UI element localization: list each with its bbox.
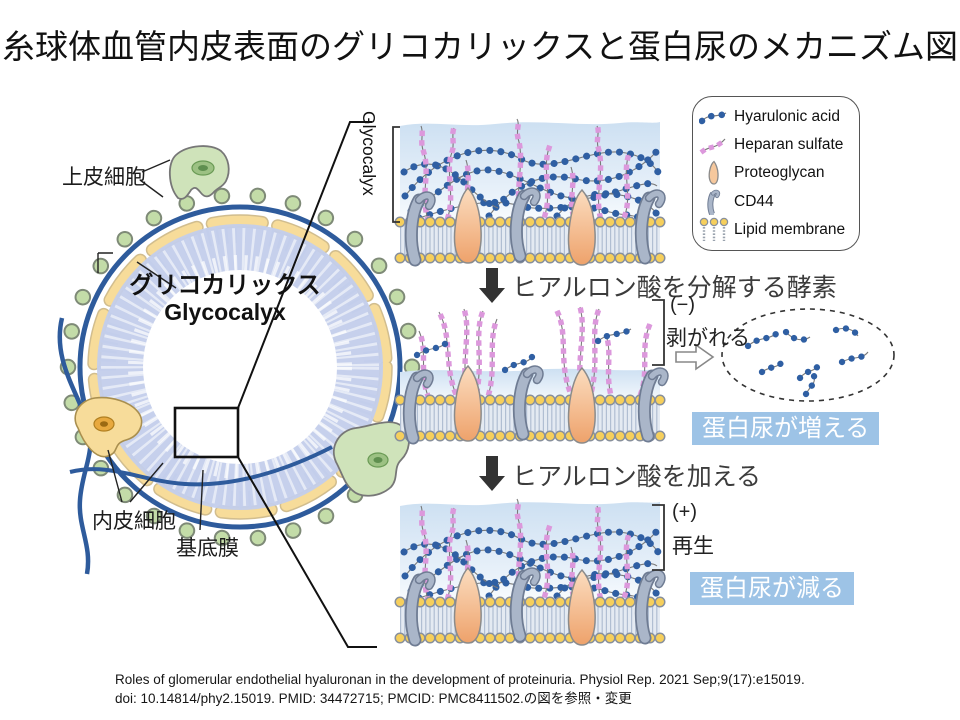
proteoglycan-icon	[708, 161, 719, 186]
legend-label: CD44	[734, 192, 774, 210]
zoom-leader-bottom	[237, 456, 377, 648]
podocyte-cell-top	[168, 145, 230, 200]
legend-label: Heparan sulfate	[734, 136, 844, 154]
legend-label: Hyarulonic acid	[734, 108, 840, 126]
label-glycocalyx-en: Glycocalyx	[164, 299, 286, 325]
label-glycocalyx-block: グリコカリックス Glycocalyx	[118, 272, 332, 326]
step2-add-ha-label: ヒアルロン酸を加える	[512, 463, 762, 491]
down-arrow-step1-icon	[479, 268, 505, 303]
hyaluronic-acid-icon	[699, 109, 729, 125]
proteinuria-decrease-badge: 蛋白尿が減る	[690, 572, 854, 605]
legend-row: Hyarulonic acid	[699, 104, 859, 131]
label-basement-membrane: 基底膜	[176, 537, 239, 560]
citation-text: Roles of glomerular endothelial hyaluron…	[115, 672, 805, 707]
hyaluronan-fragments-on-membrane	[413, 325, 635, 374]
glycocalyx-bracket	[392, 126, 400, 223]
label-glycocalyx-jp: グリコカリックス	[129, 272, 321, 299]
figure-title: 糸球体血管内皮表面のグリコカリックスと蛋白尿のメカニズム図	[1, 28, 958, 65]
basement-membrane-ring	[77, 204, 403, 530]
glycocalyx-label-leaders	[97, 252, 177, 289]
regenerate-label: 再生	[672, 535, 714, 558]
shed-fragments-ellipse	[721, 308, 895, 402]
endothelial-cell-body	[74, 396, 143, 458]
minus-bracket	[652, 299, 665, 366]
shed-right-arrow-icon	[675, 343, 715, 371]
membrane-panel-healthy	[393, 119, 662, 265]
plus-sign-label: (+)	[672, 501, 697, 523]
label-epithelial-cell: 上皮細胞	[62, 166, 146, 189]
legend-row: CD44	[699, 188, 859, 215]
minus-sign-label: (−)	[670, 294, 695, 316]
down-arrow-step2-icon	[479, 456, 505, 491]
basement-label-leader	[199, 469, 204, 531]
legend-label: Lipid membrane	[734, 220, 846, 238]
proteinuria-increase-badge: 蛋白尿が増える	[692, 412, 880, 445]
glycocalyx-axis-label: Glycocalyx	[359, 111, 379, 196]
legend-box: Hyarulonic acid Heparan sulfate Proteogl…	[692, 96, 860, 251]
legend-row: Proteoglycan	[699, 160, 859, 187]
foot-process-ring	[61, 188, 419, 546]
zoom-leader-top	[237, 121, 372, 409]
lipid-membrane-icon	[699, 217, 729, 241]
cd44-icon	[707, 189, 721, 215]
epithelial-label-leaders	[139, 159, 171, 198]
legend-label: Proteoglycan	[734, 164, 825, 182]
legend-row: Heparan sulfate	[699, 132, 859, 159]
peel-off-label: 剥がれる	[666, 327, 750, 350]
zoom-region-box	[173, 406, 240, 459]
capillary-cross-section	[57, 121, 421, 648]
membrane-panel-degraded	[400, 299, 665, 443]
endothelium-arcs	[88, 215, 392, 519]
step1-enzyme-label: ヒアルロン酸を分解する酵素	[512, 274, 837, 302]
podocyte-cell-bottom	[333, 421, 410, 497]
glycocalyx-fringe-streaks	[101, 228, 379, 506]
basement-membrane-curve	[69, 445, 333, 487]
vessel-curve-left	[57, 317, 93, 575]
glycocalyx-fringe-inner-streaks	[128, 255, 352, 479]
endothelial-label-leaders	[107, 449, 164, 503]
capillary-lumen	[152, 279, 328, 455]
heparan-sulfate-icon	[699, 135, 729, 155]
plus-bracket	[652, 504, 665, 571]
legend-row: Lipid membrane	[699, 216, 859, 243]
membrane-panel-regenerated	[400, 499, 664, 645]
label-endothelial-cell: 内皮細胞	[92, 510, 176, 533]
